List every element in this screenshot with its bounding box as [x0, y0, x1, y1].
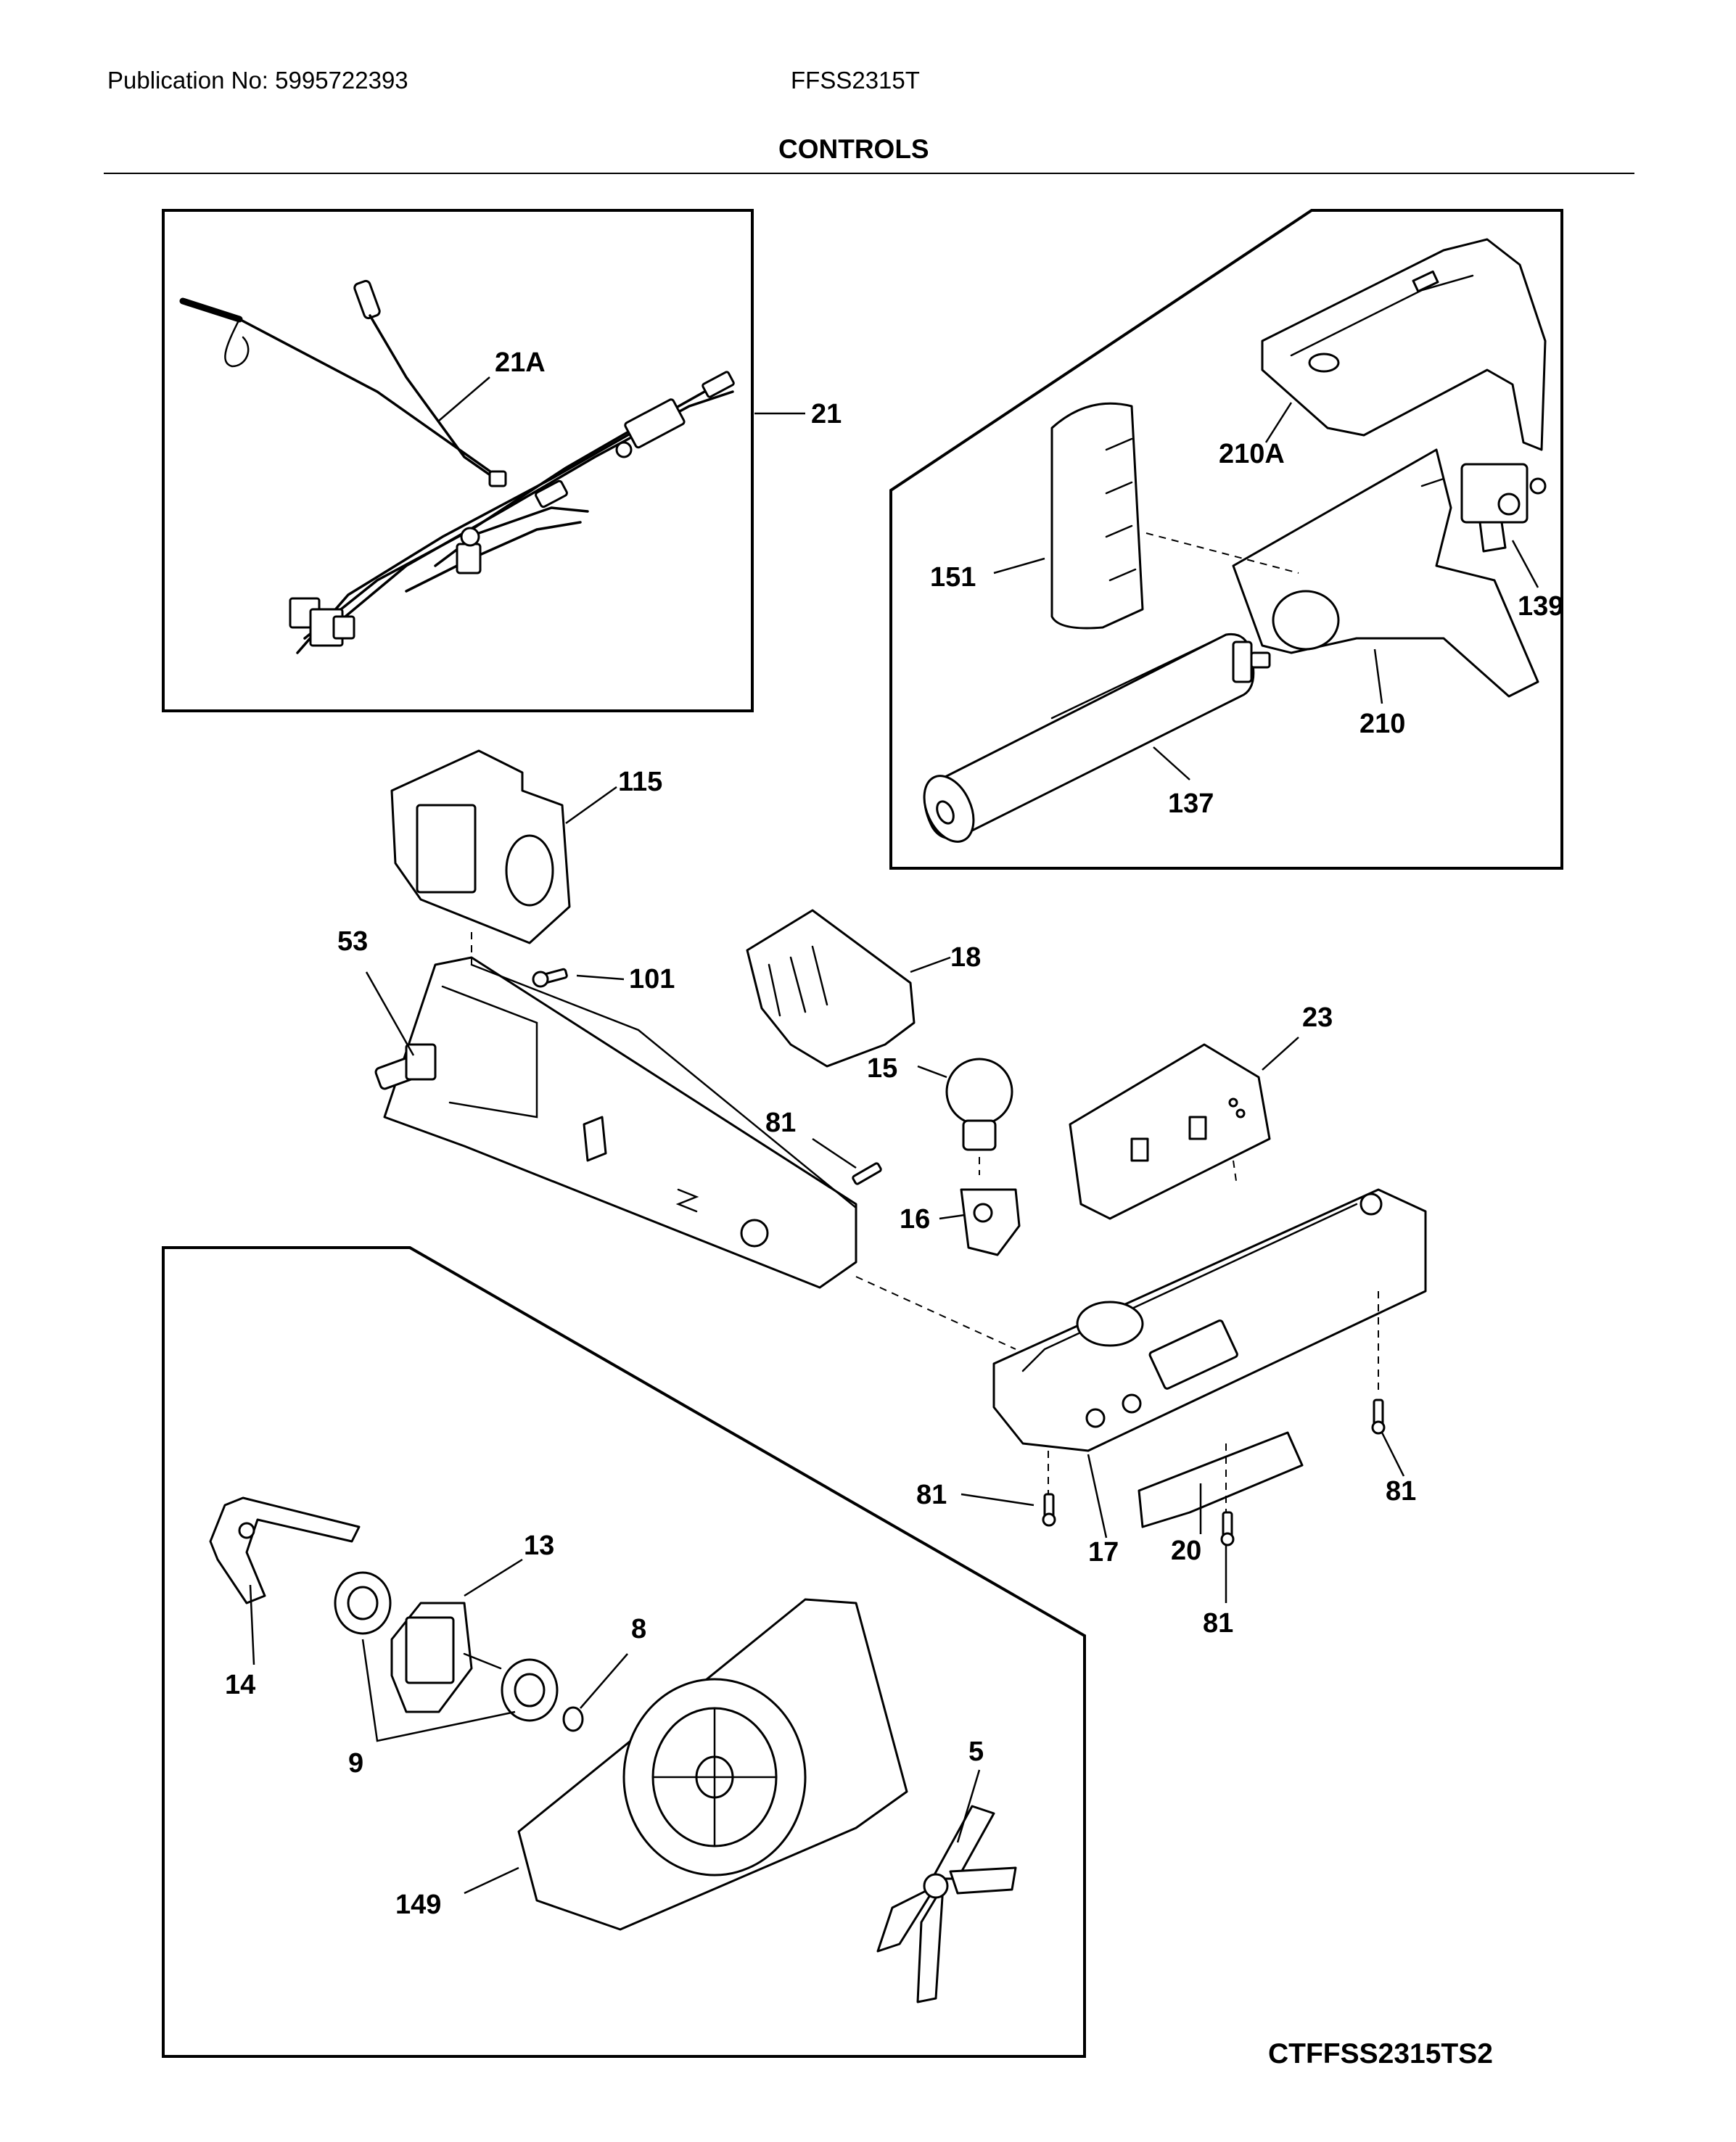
callout-21: 21 [811, 399, 842, 429]
dispenser-motor-unit [390, 749, 571, 944]
callout-8: 8 [631, 1614, 646, 1644]
model-number: FFSS2315T [791, 67, 920, 94]
screw-81-left [1042, 1493, 1056, 1527]
screw-81-right [1371, 1399, 1386, 1435]
screw-81-mid [1220, 1511, 1235, 1546]
filter-head [1232, 448, 1539, 698]
page-title: CONTROLS [778, 134, 929, 164]
callout-53: 53 [337, 926, 368, 957]
lamp-shield [746, 909, 916, 1068]
callout-16: 16 [900, 1204, 930, 1235]
header-divider [104, 173, 1634, 174]
fan-shroud [517, 1598, 908, 1931]
fan-motor-frame [162, 1246, 1086, 2058]
dispenser-control-housing [992, 1188, 1427, 1452]
callout-115: 115 [618, 767, 662, 797]
callout-81-right: 81 [1386, 1476, 1416, 1507]
callout-17: 17 [1088, 1537, 1119, 1568]
water-valve [1460, 463, 1547, 553]
callout-5: 5 [968, 1737, 984, 1767]
motor-grommet-right [501, 1658, 559, 1722]
callout-210A: 210A [1219, 439, 1285, 469]
callout-23: 23 [1302, 1002, 1333, 1033]
filter-door-guide-line [1145, 532, 1299, 574]
fan-motor [390, 1602, 502, 1713]
filter-housing-cover [1261, 238, 1547, 451]
housing-guide-line [855, 1276, 1016, 1350]
publication-number: Publication No: 5995722393 [107, 67, 408, 94]
callout-149: 149 [395, 1890, 441, 1920]
fan-blade [876, 1805, 1017, 2003]
lamp-socket [960, 1188, 1021, 1256]
callout-14: 14 [225, 1670, 255, 1700]
screw-101 [532, 968, 568, 988]
callout-leader-lines [249, 376, 1539, 1895]
callout-151: 151 [930, 562, 976, 593]
motor-grommet-left [334, 1571, 392, 1635]
control-board [1069, 1043, 1271, 1220]
callout-20: 20 [1171, 1536, 1201, 1566]
callout-137: 137 [1168, 788, 1214, 819]
filter-door [1050, 402, 1144, 630]
callout-81-mid: 81 [1203, 1608, 1233, 1639]
control-housing-bracket [374, 956, 857, 1289]
fan-washer [562, 1706, 584, 1732]
callout-81-upper: 81 [765, 1108, 796, 1138]
callout-81-left: 81 [916, 1480, 947, 1510]
light-bulb [945, 1058, 1013, 1151]
callout-139: 139 [1518, 591, 1563, 622]
motor-bracket [209, 1496, 361, 1605]
callout-101: 101 [629, 964, 675, 994]
wiring-harness [179, 279, 735, 654]
callout-210: 210 [1359, 709, 1405, 739]
water-filter-cartridge [923, 633, 1271, 843]
callout-15: 15 [867, 1053, 897, 1084]
board-guide-line [1233, 1160, 1238, 1187]
control-overlay-label [1138, 1431, 1304, 1528]
wiring-harness-frame [162, 209, 754, 712]
callout-13: 13 [524, 1531, 554, 1561]
callout-21A: 21A [495, 347, 546, 378]
diagram-code: CTFFSS2315TS2 [1268, 2038, 1493, 2069]
callout-9: 9 [348, 1748, 363, 1779]
callout-18: 18 [950, 942, 981, 973]
water-filter-frame [889, 209, 1563, 870]
screw-81-upper [852, 1162, 882, 1185]
